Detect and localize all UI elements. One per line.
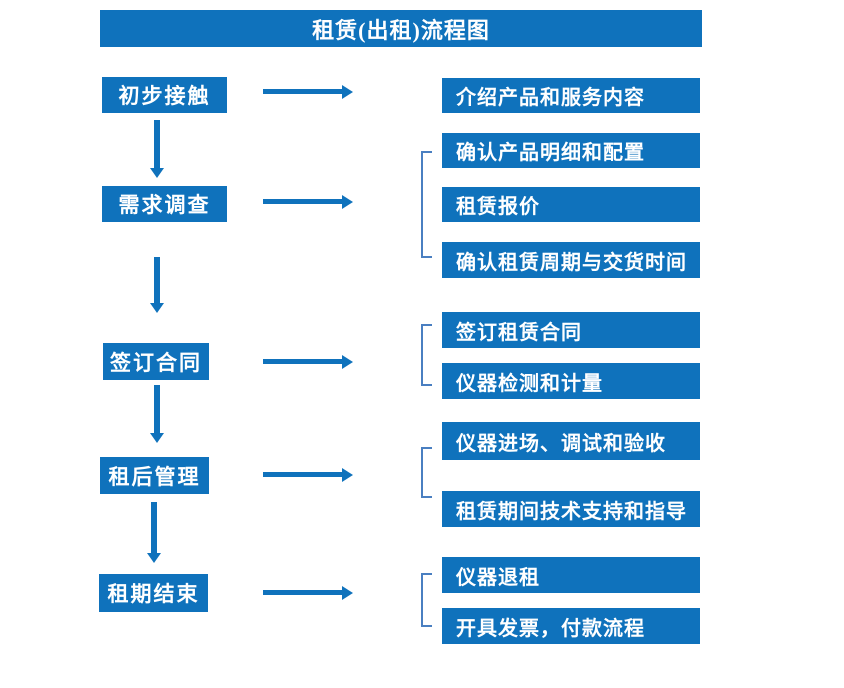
bracket-demand-survey-group	[421, 151, 432, 258]
detail-box-instrument-entry-commissioning: 仪器进场、调试和验收	[442, 422, 700, 460]
detail-box-instrument-testing-measurement: 仪器检测和计量	[442, 363, 700, 399]
detail-box-invoicing-payment-process: 开具发票，付款流程	[442, 608, 700, 644]
detail-box-confirm-rental-period-delivery: 确认租赁周期与交货时间	[442, 242, 700, 278]
bracket-post-rental-group	[421, 447, 432, 498]
step-box-demand-survey: 需求调查	[102, 186, 227, 222]
arrow-right-icon-1	[263, 84, 353, 99]
step-box-rental-period-end: 租期结束	[99, 574, 208, 612]
arrow-right-icon-2	[263, 194, 353, 209]
arrow-right-icon-5	[263, 585, 353, 600]
step-box-initial-contact: 初步接触	[102, 77, 227, 113]
arrow-down-icon-1	[150, 120, 164, 178]
detail-box-technical-support-during-rental: 租赁期间技术支持和指导	[442, 491, 700, 527]
detail-box-instrument-return: 仪器退租	[442, 557, 700, 593]
bracket-rental-end-group	[421, 573, 432, 627]
arrow-down-icon-2	[150, 257, 164, 313]
detail-box-confirm-product-details-config: 确认产品明细和配置	[442, 133, 700, 168]
arrow-down-icon-3	[150, 385, 164, 443]
arrow-right-icon-3	[263, 354, 353, 369]
flowchart-title: 租赁(出租)流程图	[100, 10, 702, 47]
detail-box-rental-quotation: 租赁报价	[442, 187, 700, 222]
detail-box-introduce-products-services: 介绍产品和服务内容	[442, 78, 700, 113]
arrow-down-icon-4	[147, 502, 161, 563]
step-box-post-rental-management: 租后管理	[100, 457, 209, 494]
detail-box-sign-rental-contract: 签订租赁合同	[442, 312, 700, 348]
step-box-contract-signing: 签订合同	[103, 343, 209, 380]
arrow-right-icon-4	[263, 467, 353, 482]
bracket-contract-signing-group	[421, 324, 432, 386]
